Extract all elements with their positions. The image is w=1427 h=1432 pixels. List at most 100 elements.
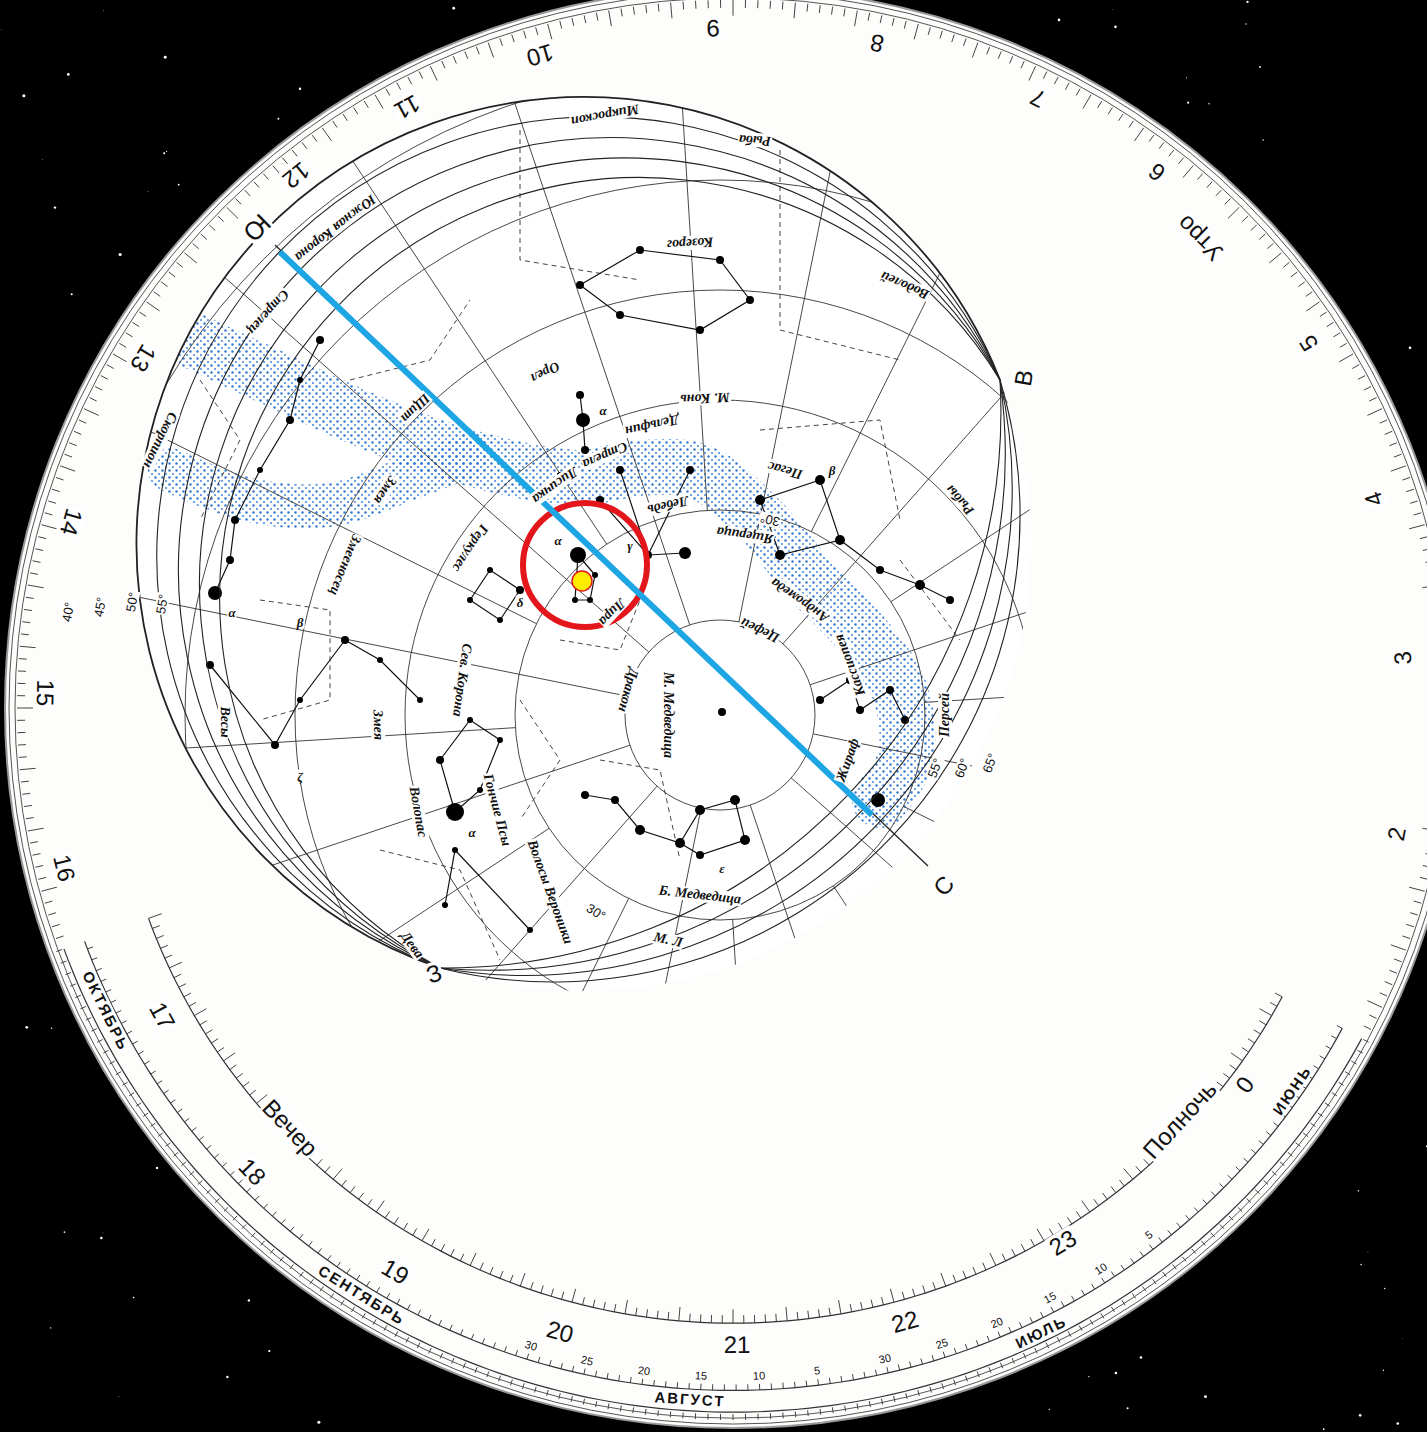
scale-tick	[281, 1219, 285, 1223]
sky-star	[71, 293, 73, 295]
month-name: ОКТЯБРЬ	[79, 968, 131, 1054]
scale-tick	[1012, 1249, 1016, 1256]
sky-star	[41, 159, 43, 161]
scale-tick	[829, 1378, 831, 1384]
sky-star	[299, 87, 301, 89]
sky-label: Стрела	[580, 439, 631, 472]
scale-tick	[559, 1393, 560, 1399]
scale-tick	[1306, 302, 1319, 311]
scale-tick	[512, 35, 514, 43]
scale-tick	[17, 732, 25, 733]
scale-tick	[794, 1382, 796, 1388]
month-band-edge	[149, 918, 1283, 1323]
scale-tick	[797, 1312, 799, 1320]
scale-tick	[60, 466, 75, 471]
scale-tick	[1082, 1201, 1090, 1212]
sky-label: Пегас	[765, 458, 805, 481]
scale-tick	[17, 695, 25, 696]
scale-tick	[198, 1181, 202, 1185]
scale-tick	[1244, 1158, 1248, 1162]
scale-tick	[30, 842, 38, 844]
scale-tick	[630, 1377, 632, 1383]
scale-tick	[139, 312, 146, 316]
scale-tick	[250, 1090, 256, 1095]
scale-tick	[185, 253, 197, 263]
scale-tick	[665, 1381, 667, 1387]
sky-star	[1367, 1251, 1369, 1253]
scale-tick	[572, 1289, 576, 1302]
sky-label: Змея	[371, 709, 386, 742]
scale-tick	[712, 1384, 713, 1390]
scale-tick	[1385, 982, 1392, 985]
scale-tick	[527, 1354, 529, 1360]
scale-tick	[770, 1413, 771, 1419]
scale-tick	[733, 1414, 734, 1420]
constellation-line	[215, 340, 320, 593]
scale-tick	[1021, 1244, 1025, 1251]
sky-label: Цефей	[738, 615, 783, 646]
hour-circle	[0, 53, 649, 652]
star-dot	[611, 796, 619, 804]
scale-tick	[156, 935, 163, 938]
scale-tick	[818, 1309, 819, 1317]
scale-tick	[632, 1407, 634, 1413]
scale-tick	[1136, 1166, 1141, 1172]
month-name: АВГУСТ	[653, 1389, 727, 1408]
scale-tick	[121, 1021, 126, 1024]
scale-tick	[206, 1030, 213, 1034]
scale-tick	[18, 670, 26, 671]
scale-label: 12	[278, 156, 315, 193]
scale-tick	[596, 1401, 597, 1407]
scale-tick	[407, 1304, 410, 1309]
sky-label: Щит	[397, 390, 433, 426]
scale-tick	[861, 1302, 863, 1310]
scale-tick	[347, 1269, 350, 1274]
star-dot	[297, 377, 303, 383]
scale-tick	[95, 387, 102, 391]
scale-tick	[1076, 89, 1080, 96]
scale-tick	[1111, 1307, 1114, 1312]
constellation-line	[585, 795, 745, 855]
scale-tick	[1179, 158, 1184, 164]
scale-label: 10	[752, 1370, 767, 1382]
boundary-line	[520, 700, 560, 820]
scale-tick	[61, 961, 67, 963]
scale-tick	[119, 343, 126, 347]
scale-tick	[914, 24, 918, 39]
scale-tick	[596, 13, 598, 21]
scale-tick	[572, 1366, 573, 1372]
scale-tick	[1394, 959, 1401, 962]
sky-label: α	[553, 534, 562, 547]
scale-tick	[733, 0, 734, 16]
scale-tick	[657, 1410, 659, 1416]
scale-tick	[807, 1410, 809, 1416]
scale-label: 10	[523, 39, 557, 70]
scale-tick	[695, 1413, 696, 1419]
scale-tick	[1410, 913, 1418, 915]
hour-circle	[402, 0, 690, 625]
scale-tick	[560, 21, 562, 29]
scale-tick	[904, 21, 906, 29]
scale-tick	[200, 1021, 207, 1025]
scale-tick	[584, 1368, 585, 1374]
scale-label: В	[1011, 367, 1038, 389]
sky-star	[1049, 1409, 1050, 1410]
scale-tick	[1021, 61, 1024, 68]
star-dot	[341, 636, 349, 644]
scale-tick	[720, 1414, 721, 1420]
scale-tick	[26, 597, 34, 598]
scale-tick	[1369, 398, 1376, 401]
declination-circle	[405, 400, 1035, 1030]
scale-tick	[1194, 1208, 1198, 1212]
scale-tick	[1023, 1353, 1025, 1358]
sky-star	[178, 184, 180, 186]
scale-tick	[621, 9, 622, 17]
scale-label: 8	[867, 29, 887, 56]
scale-tick	[1030, 1317, 1033, 1322]
scale-tick	[342, 1180, 347, 1186]
scale-tick	[1352, 365, 1359, 369]
scale-tick	[70, 984, 76, 986]
sky-label: Дельфин	[623, 412, 681, 439]
hour-circle	[833, 886, 1272, 1432]
